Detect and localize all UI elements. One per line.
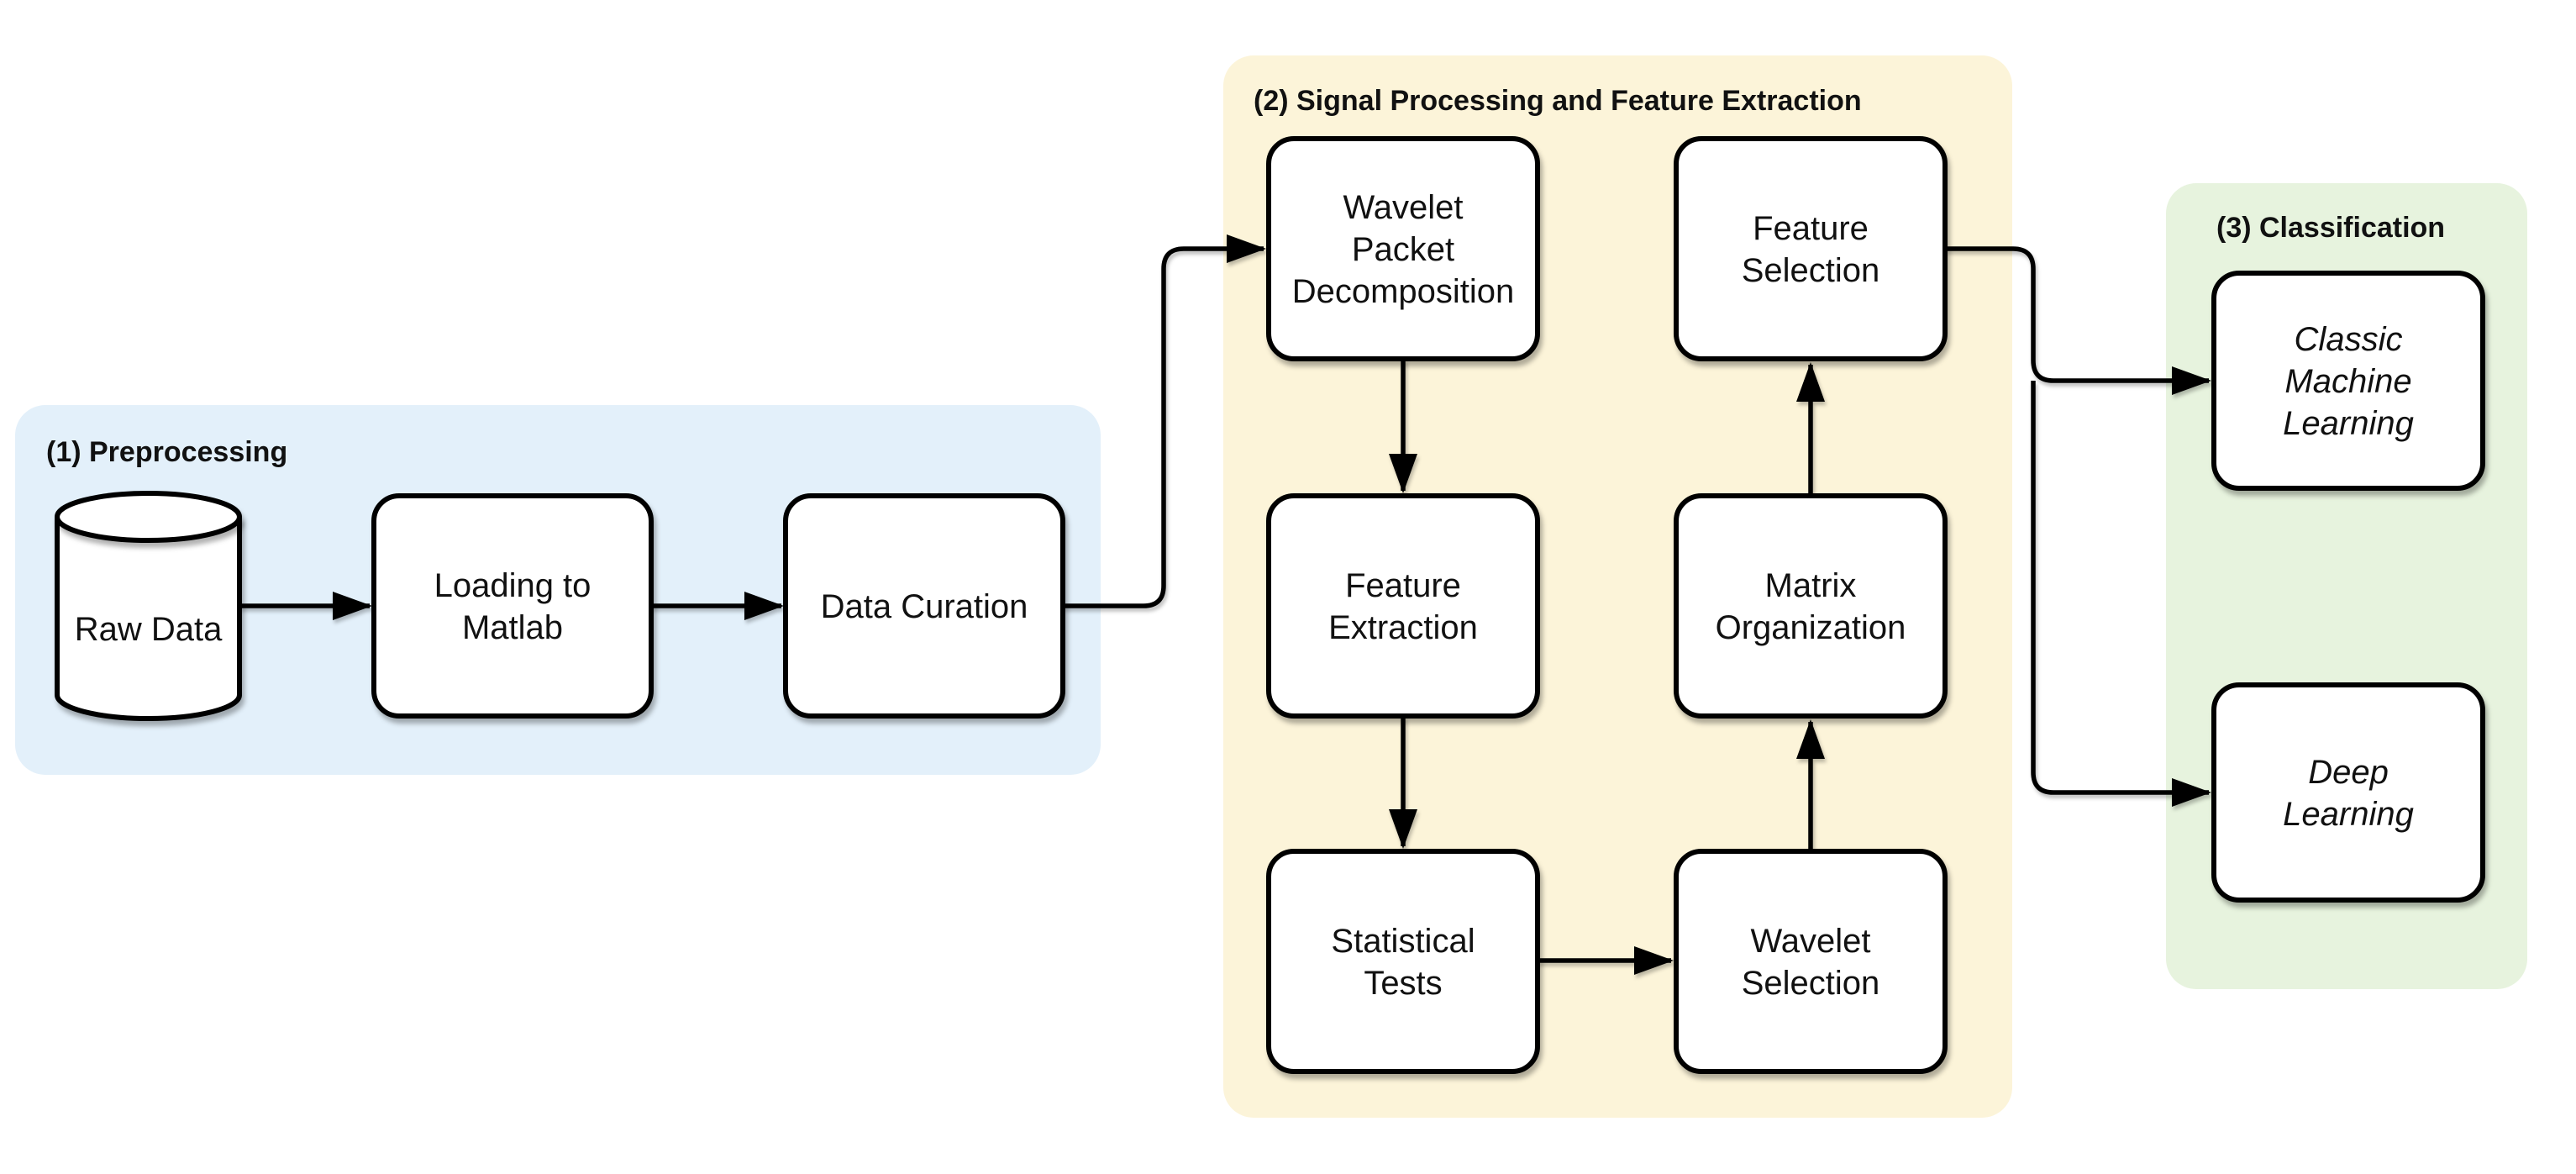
box-deep-learning [2211,682,2485,903]
node-label-deep-learning-line-0: Deep [2308,754,2389,791]
box-wavelet-packet-decomposition [1266,136,1540,361]
section-label-classification: (3) Classification [2216,212,2445,244]
node-data-curation: Data Curation [783,493,1065,719]
node-label-statistical-tests-line-0: Statistical [1331,923,1475,960]
node-label-wavelet-packet-decomposition-line-2: Decomposition [1292,273,1515,310]
section-label-preprocessing: (1) Preprocessing [46,436,287,468]
box-data-curation [783,493,1065,719]
section-label-signal-processing: (2) Signal Processing and Feature Extrac… [1254,85,1862,117]
node-label-classic-machine-learning-line-0: Classic [2295,321,2403,358]
node-label-deep-learning-line-1: Learning [2283,796,2414,833]
box-matrix-organization [1674,493,1948,719]
node-label-matrix-organization-line-1: Organization [1716,609,1906,646]
edge-feature-selection-to-deep-learning [2031,381,2211,807]
node-label-feature-extraction-line-0: Feature [1345,567,1461,604]
node-label-loading-to-matlab-line-0: Loading to [434,567,591,604]
node-raw-data: Raw Data [55,491,242,721]
node-label-feature-selection-line-0: Feature [1753,210,1869,247]
node-loading-to-matlab: Loading to Matlab [371,493,654,719]
node-label-statistical-tests-line-1: Tests [1364,965,1442,1002]
node-label-wavelet-selection-line-0: Wavelet [1750,923,1870,960]
box-loading-to-matlab [371,493,654,719]
node-label-matrix-organization-line-0: Matrix [1765,567,1857,604]
node-label-wavelet-packet-decomposition-line-1: Packet [1352,231,1454,268]
edge-curation-to-wavelet-packet [1063,234,1266,608]
node-label-classic-machine-learning-line-2: Learning [2283,405,2414,442]
node-label-feature-selection-line-1: Selection [1742,252,1880,289]
edge-feature-selection-to-classic-ml [1945,246,2211,395]
edges-layer [239,234,2211,975]
box-classic-machine-learning [2211,271,2485,491]
box-statistical-tests [1266,849,1540,1074]
box-feature-selection [1674,136,1948,361]
node-label-raw-data-line-0: Raw Data [75,611,223,648]
node-label-wavelet-packet-decomposition-line-0: Wavelet [1343,189,1463,226]
box-feature-extraction [1266,493,1540,719]
node-label-classic-machine-learning-line-1: Machine [2284,363,2411,400]
node-label-loading-to-matlab-line-1: Matlab [462,609,563,646]
cylinder-top-raw-data [55,491,242,543]
cylinder-body-raw-data [55,517,242,721]
node-label-feature-extraction-line-1: Extraction [1328,609,1478,646]
box-wavelet-selection [1674,849,1948,1074]
node-label-data-curation-line-0: Data Curation [821,588,1028,625]
node-label-wavelet-selection-line-1: Selection [1742,965,1880,1002]
